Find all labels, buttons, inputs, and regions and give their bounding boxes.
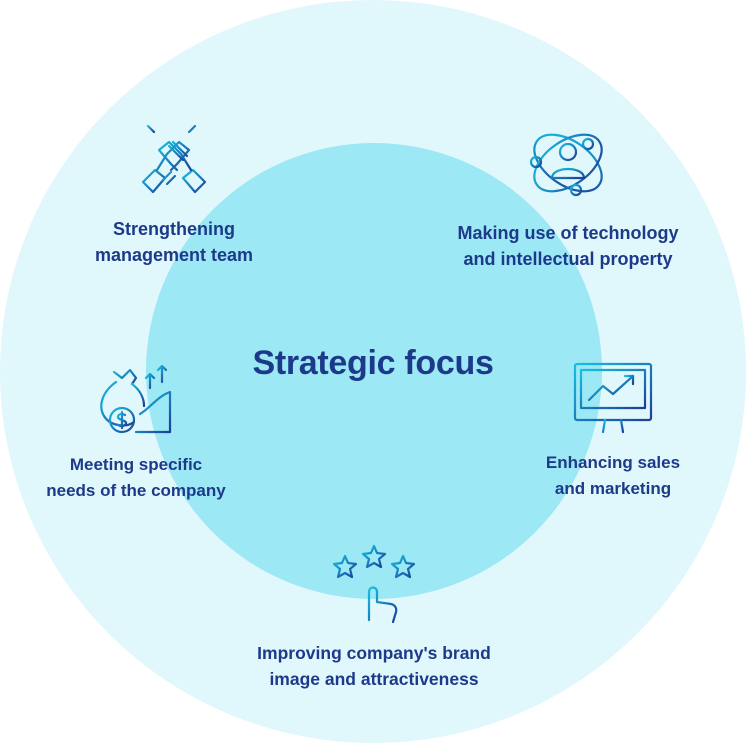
item-label-line1: Improving company's brand [257,643,491,663]
item-label-line2: needs of the company [46,481,226,500]
item-label-line1: Strengthening [113,219,235,239]
item-label-line1: Making use of technology [457,223,679,243]
diagram-title: Strategic focus [252,344,494,382]
money-bag-growth-icon [100,364,172,434]
focus-item-technology: Making use of technology and intellectua… [438,122,698,272]
inner-circle [146,143,602,599]
monitor-chart-icon [573,362,653,436]
item-label-line2: management team [94,245,254,265]
star-rating-hand-icon [332,544,416,624]
item-label-line1: Meeting specific [69,455,203,474]
item-label-line2: and intellectual property [463,249,673,269]
focus-item-brand-image: Improving company's brand image and attr… [234,542,514,692]
handshake-icon [141,122,207,194]
item-label-line2: image and attractiveness [269,669,479,689]
focus-item-sales-marketing: Enhancing sales and marketing [513,362,713,502]
item-label-line1: Enhancing sales [545,453,681,472]
atom-technology-icon [529,133,603,197]
focus-item-company-needs: Meeting specific needs of the company [36,362,236,504]
focus-item-management: Strengthening management team [74,120,274,268]
item-label-line2: and marketing [554,479,672,498]
